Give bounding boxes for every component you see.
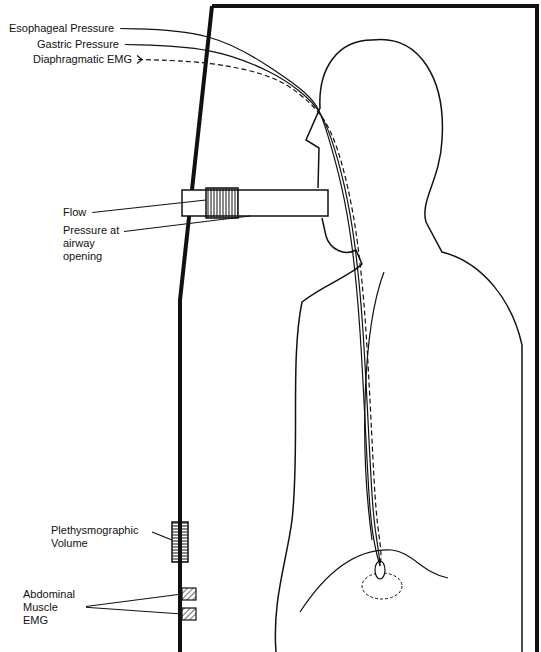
box-wall [212, 6, 537, 652]
pressure-catheter [125, 45, 380, 567]
diaphragm [300, 550, 448, 612]
pressure-catheter [120, 29, 380, 567]
signal-label: Pressure at airway opening [62, 224, 124, 263]
leader-line [152, 532, 172, 540]
body-outline [275, 40, 372, 652]
signal-label: Gastric Pressure [36, 38, 120, 51]
signal-label: Abdominal Muscle EMG [22, 588, 86, 627]
leader-line [82, 607, 182, 614]
pneumotachograph [206, 188, 238, 218]
lead-tip [137, 56, 142, 64]
volume-port [172, 522, 188, 562]
leader-line [120, 216, 250, 232]
mouthpiece-tube [182, 190, 328, 216]
emg-electrode [182, 608, 196, 620]
leader-line [92, 200, 206, 213]
body-outline [372, 39, 522, 652]
signal-label: Esophageal Pressure [8, 22, 115, 35]
emg-catheter [138, 60, 381, 567]
signal-label: Flow [62, 206, 87, 219]
signal-label: Plethysmographic Volume [50, 524, 148, 550]
emg-electrode [182, 588, 196, 600]
leader-line [82, 594, 182, 607]
signal-label: Diaphragmatic EMG [32, 53, 133, 66]
